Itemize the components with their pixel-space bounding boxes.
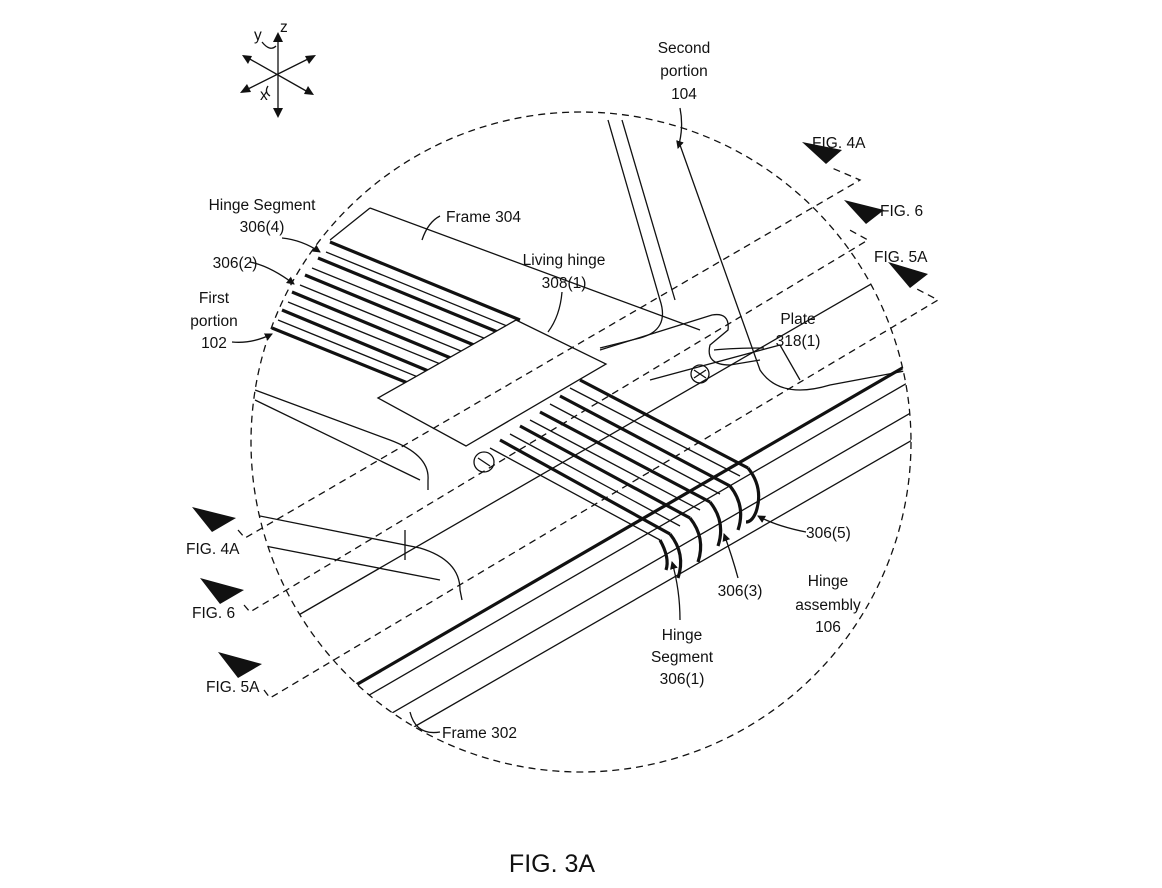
label-living-hinge-2: 308(1) [542, 275, 587, 292]
label-living-hinge-1: Living hinge [523, 252, 606, 269]
label-fig6-right: FIG. 6 [880, 203, 923, 220]
label-second-portion-1: Second [658, 40, 711, 57]
label-hinge-assembly-2: assembly [795, 597, 861, 614]
label-plate-1: Plate [780, 311, 815, 328]
label-second-portion-3: 104 [671, 86, 697, 103]
label-frame-302: Frame 302 [442, 725, 517, 742]
figure-caption: FIG. 3A [509, 850, 595, 878]
label-hinge-segment-bottom-3: 306(1) [660, 671, 705, 688]
label-hinge-assembly-1: Hinge [808, 573, 849, 590]
label-first-portion-1: First [199, 290, 230, 307]
label-fig6-left: FIG. 6 [192, 605, 235, 622]
label-frame-304: Frame 304 [446, 209, 521, 226]
label-306-5: 306(5) [806, 525, 851, 542]
label-hinge-assembly-3: 106 [815, 619, 841, 636]
y-axis-label: y [254, 27, 262, 44]
hinge-segments-lower [490, 380, 759, 578]
label-306-2: 306(2) [213, 255, 258, 272]
label-fig5a-right: FIG. 5A [874, 249, 928, 266]
detail-circle [251, 112, 911, 772]
z-axis-label: z [280, 19, 288, 36]
label-first-portion-2: portion [190, 313, 237, 330]
label-hinge-segment-top-2: 306(4) [240, 219, 285, 236]
label-hinge-segment-top-1: Hinge Segment [209, 197, 317, 214]
label-hinge-segment-bottom-1: Hinge [662, 627, 703, 644]
label-second-portion-2: portion [660, 63, 707, 80]
label-first-portion-3: 102 [201, 335, 227, 352]
x-axis-label: x [260, 87, 268, 104]
label-306-3: 306(3) [718, 583, 763, 600]
device-drawing [255, 120, 940, 735]
label-fig4a-right: FIG. 4A [812, 135, 866, 152]
axes-icon: z y x [240, 19, 316, 118]
label-fig5a-left: FIG. 5A [206, 679, 260, 696]
label-hinge-segment-bottom-2: Segment [651, 649, 714, 666]
label-fig4a-left: FIG. 4A [186, 541, 240, 558]
label-plate-2: 318(1) [776, 333, 821, 350]
